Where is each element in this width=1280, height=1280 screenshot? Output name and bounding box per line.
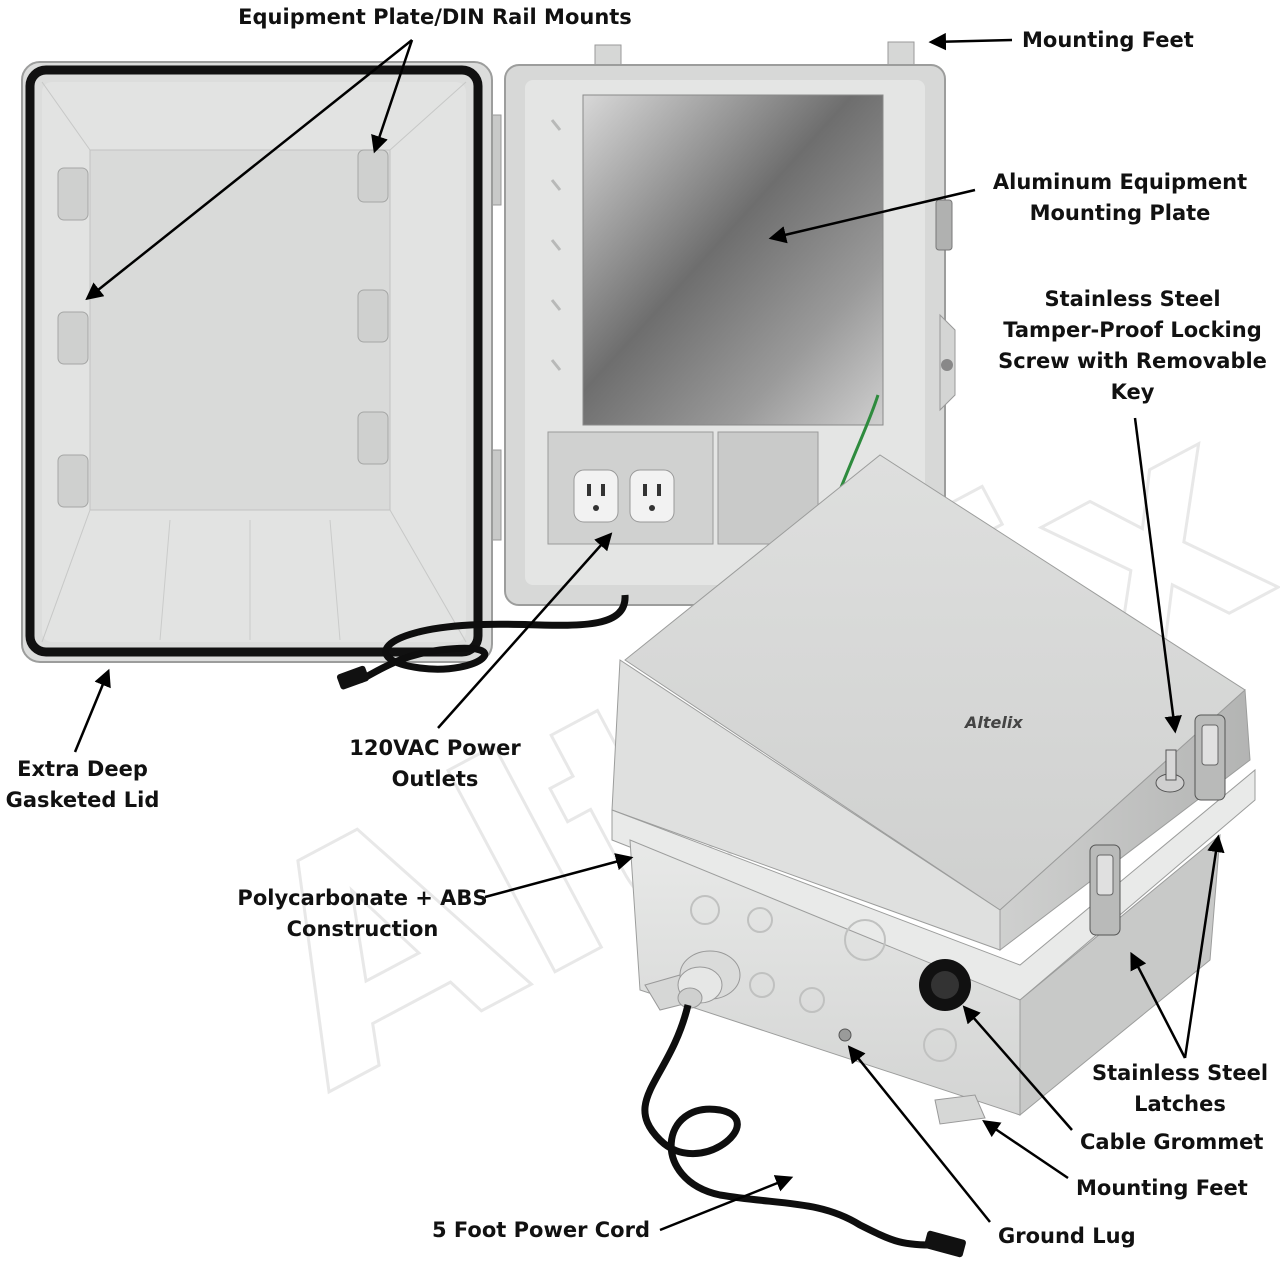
latch-icon bbox=[1194, 714, 1226, 801]
power-outlet-icon bbox=[629, 469, 675, 523]
callout-latches: Stainless Steel Latches bbox=[1091, 1061, 1269, 1116]
closed-enclosure: Altelix bbox=[611, 454, 1256, 1258]
callout-power-outlets: 120VAC Power Outlets bbox=[349, 736, 521, 791]
callout-extra-deep-lid: Extra Deep Gasketed Lid bbox=[5, 757, 160, 812]
open-base bbox=[336, 41, 956, 690]
open-lid bbox=[21, 61, 502, 663]
callout-mounting-feet-top: Mounting Feet bbox=[1022, 28, 1194, 52]
lid-logo: Altelix bbox=[963, 713, 1023, 732]
callout-mounting-feet-bottom: Mounting Feet bbox=[1076, 1176, 1248, 1200]
callout-ground-lug: Ground Lug bbox=[998, 1224, 1136, 1248]
callout-locking-screw: Stainless Steel Tamper-Proof Locking Scr… bbox=[998, 287, 1267, 404]
callout-cable-grommet: Cable Grommet bbox=[1080, 1130, 1264, 1154]
callout-power-cord: 5 Foot Power Cord bbox=[432, 1218, 650, 1242]
ground-lug-icon bbox=[838, 1028, 852, 1042]
cable-grommet-icon bbox=[919, 959, 971, 1011]
callout-arrows bbox=[73, 32, 1225, 1232]
callout-equipment-plate-din: Equipment Plate/DIN Rail Mounts bbox=[238, 5, 632, 29]
power-outlet-icon bbox=[573, 469, 619, 523]
callout-polycarbonate: Polycarbonate + ABS Construction bbox=[237, 886, 488, 941]
locking-key-icon bbox=[1155, 749, 1185, 793]
latch-icon bbox=[1089, 844, 1121, 936]
callout-aluminum-plate: Aluminum Equipment Mounting Plate bbox=[992, 170, 1248, 225]
